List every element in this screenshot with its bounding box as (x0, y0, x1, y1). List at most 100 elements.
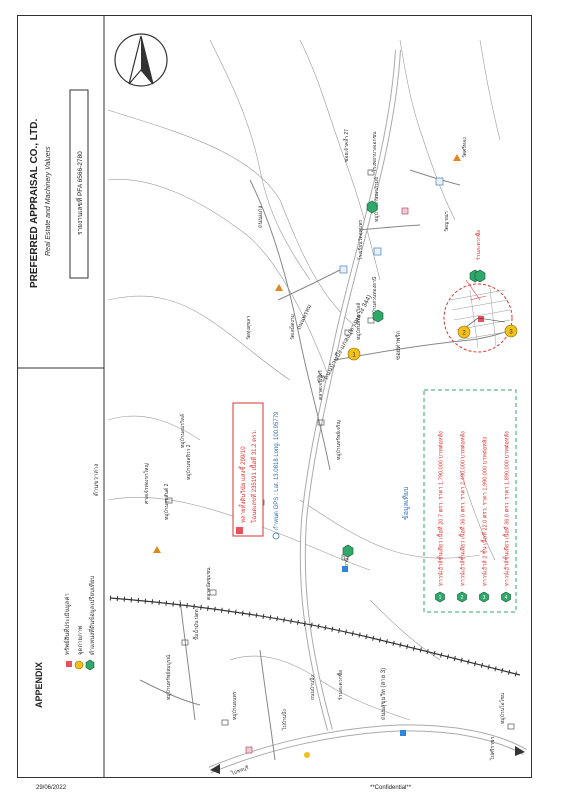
comparable-row-number: 4 (505, 595, 508, 601)
map-icons (153, 154, 515, 758)
header-texts: PREFERRED APPRAISAL CO., LTD. Real Estat… (29, 89, 100, 708)
north-arrow (114, 33, 168, 87)
building-icon (342, 566, 348, 572)
house-icon (367, 169, 375, 176)
comparable-marker-b (372, 309, 384, 323)
company-name: PREFERRED APPRAISAL CO., LTD. (29, 119, 40, 288)
report-number-box (69, 89, 89, 279)
place-label-5: ปั๊มน้ำมัน ปตท. (191, 608, 200, 640)
photo-marker-inset-1 (457, 325, 471, 339)
place-label-12: ไปชลบุรี (229, 764, 250, 777)
comparable-row-hex (479, 591, 489, 603)
temple-label-1: วัดเสม็ดงาม (288, 314, 296, 340)
village-label-8: หมู่บ้านสุขสันต์ 2 (163, 483, 170, 520)
subject-box: หลายทั้งดินวินัย แสงชี้ 299/10 โฉนดเลขที… (232, 402, 264, 537)
village-label-1: หมู่บ้านทรัพย์เจริญ (335, 420, 342, 460)
secondary-road (299, 49, 401, 731)
place-label-3: วัดทุ่งสุขลา (246, 316, 252, 340)
village-label-9: หมู่บ้านทรัพย์สมบูรณ์ (165, 655, 172, 700)
comparable-row-text: ทาวน์เฮ้าส์ 2 ชั้น เนื้อที่ 22.0 ตรว. รา… (481, 437, 489, 586)
report-number: รายงานเลขที่ PFA 6566-2780 (75, 151, 84, 235)
temple-icon (153, 546, 161, 553)
legend-photo-label: จุดถ่ายภาพ (77, 626, 84, 655)
page-frame (17, 15, 532, 778)
village-label-10: หมู่บ้านธนพร (231, 691, 238, 720)
place-label-2: ตลาดนัดชุมชน (206, 567, 212, 600)
legend-photo-swatch (74, 660, 84, 670)
place-label-10: ไปบ้านบึง (281, 709, 288, 731)
subject-inset: 2 3 ร้านสะดวกซื้อ (443, 230, 518, 353)
road-b-label: ถนนพรหม (295, 303, 313, 330)
footer-date: 29/06/2022 (36, 785, 67, 791)
inset-label: ร้านสะดวกซื้อ (473, 230, 482, 260)
svg-text:1: 1 (352, 353, 356, 359)
house-icon (317, 419, 325, 426)
house-icon (221, 719, 229, 726)
place-label-8: ร้านสะดวกซื้อ (335, 670, 344, 700)
comparable-row-hex (501, 591, 511, 603)
legend-comp-swatch (85, 659, 95, 671)
photo-marker-main: 1 (347, 347, 361, 361)
gas-station-icon (304, 752, 310, 758)
subject-line-2: โฉนดเลขที่ 235191 เนื้อที่ 31.2 ตรว. (248, 429, 258, 523)
soi-27-label: ซอยเจ้าคล้ำ 27 (341, 129, 350, 162)
gps-label: กำหนด GPS : Lat. 13.0818 Long. 100.95779 (272, 411, 280, 540)
village-label-4: หมู่บ้านพัทยาวิลล์ (355, 303, 362, 340)
school-icon (373, 247, 382, 256)
legend: ทรัพย์สินที่ประเมินมูลค่า จุดถ่ายภาพ ตำแ… (63, 576, 96, 671)
photo-marker-inset-2 (504, 324, 518, 338)
local-roads (139, 169, 511, 761)
comparable-marker-c (342, 544, 354, 558)
place-label-7: ตลาดเจริญศรี (317, 370, 324, 400)
company-tagline: Real Estate and Machinery Valuers (45, 146, 52, 256)
house-icon (367, 317, 375, 324)
village-label-3: หมู่บ้านสวนทองธานี (371, 276, 378, 320)
house-icon (507, 723, 515, 730)
comparable-marker-a (366, 200, 378, 214)
comparable-row-text: ทาวน์เฮ้าส์ชั้นเดียว เนื้อที่ 36.0 ตรว. … (459, 431, 467, 586)
road-top-label: ถนนแก่ง (257, 206, 264, 228)
terrain-lines (107, 39, 501, 721)
village-label-2: หมู่บ้านลักษณาภิรมย์ (373, 177, 380, 222)
building-icon (400, 730, 406, 736)
appendix-title: APPENDIX (34, 662, 44, 708)
village-label-6: หมู่บ้านชลทิวา 2 (185, 444, 192, 480)
comparable-row-number: 2 (461, 595, 464, 601)
subject-property-marker (478, 316, 484, 322)
legend-subject-swatch (66, 661, 72, 667)
village-label-5: หมู่บ้านโอโซน (499, 692, 506, 724)
svg-text:2: 2 (462, 331, 466, 337)
temple-icon (453, 154, 461, 161)
subject-line-1: หลายทั้งดินวินัย แสงชี้ 299/10 (237, 446, 247, 523)
comparable-row-number: 1 (439, 595, 442, 601)
place-label-1: ศาลเจ้าพ่อเขาใหญ่ (143, 463, 150, 504)
house-icon (344, 329, 352, 336)
comparable-row-text: ทาวน์เฮ้าส์ชั้นเดียว เนื้อที่ 36.0 ตรว. … (503, 431, 511, 586)
place-label-11: ไปศรีราชา (489, 737, 496, 761)
temple-label-3: วัดศรีทอง (461, 137, 468, 158)
place-label-6: โรงพยาบาลเอกชน (371, 131, 378, 172)
railway (109, 595, 521, 678)
house-icon (165, 497, 173, 504)
footer-confidential: **Confidential** (370, 785, 412, 791)
comparable-markers (342, 200, 481, 558)
school-label: โรงเรียนวัดอุทุมพร (357, 220, 364, 261)
school-icon (339, 265, 348, 274)
comparable-row-number: 3 (483, 595, 486, 601)
thaphrik-label: ซอยท่าพริก (395, 330, 402, 360)
place-label-9: ถนนบ้านบึง (309, 675, 316, 700)
house-icon (181, 639, 189, 646)
house-icon (317, 375, 325, 382)
house-icon (209, 589, 217, 596)
hospital-icon (435, 177, 444, 186)
legend-comp-label: ตำแหน่งที่ดินข้อมูลเปรียบเทียบ (88, 576, 96, 655)
main-road: ถนนสุขุมวิท (สาย 3) (208, 668, 527, 774)
village-label-7: หมู่บ้านอมรวิลล์ (179, 414, 186, 448)
temple-label-2: วัดญาณฯ (444, 211, 450, 232)
shop-icon (245, 746, 253, 754)
place-label-4: สถานีไฟฟ้า (343, 545, 350, 570)
svg-text:กำหนด GPS : Lat. 13.0818 Long.: กำหนด GPS : Lat. 13.0818 Long. 100.95779 (273, 411, 280, 530)
svg-text:3: 3 (509, 330, 513, 336)
